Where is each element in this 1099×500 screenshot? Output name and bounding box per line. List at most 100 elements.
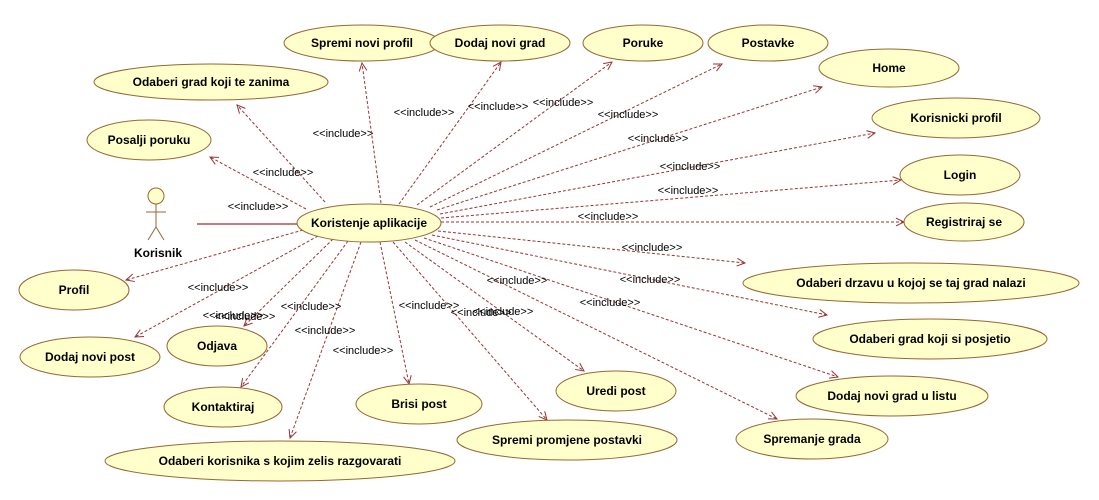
include-label-odaberi-korisnika: <<include>>: [333, 345, 394, 357]
center-use-case-ellipse[interactable]: [296, 203, 442, 243]
use-case-dodaj-novi-grad[interactable]: Dodaj novi grad: [429, 24, 571, 62]
use-case-odaberi-grad-posjetio[interactable]: Odaberi grad koji si posjetio: [812, 318, 1048, 360]
include-label-odaberi-grad-zanima: <<include>>: [313, 128, 374, 140]
use-case-label-odaberi-korisnika: Odaberi korisnika s kojim zelis razgovar…: [159, 454, 402, 468]
use-case-home[interactable]: Home: [818, 48, 960, 88]
include-relation-line-odjava: [243, 238, 334, 327]
include-label-spremi-novi-profil: <<include>>: [394, 107, 455, 119]
include-arrowhead-spremi-novi-profil: [358, 61, 368, 72]
use-case-label-posalji-poruku: Posalji poruku: [108, 133, 191, 147]
use-case-ellipse-odaberi-drzavu[interactable]: [742, 262, 1080, 304]
include-relation-line-brisi-post: [379, 241, 410, 385]
include-label-profil: <<include>>: [188, 282, 249, 294]
use-case-ellipse-profil[interactable]: [18, 269, 130, 311]
include-relation-line-spremanje-grada: [414, 239, 778, 420]
use-case-ellipse-dodaj-novi-grad-listu[interactable]: [795, 375, 989, 417]
use-case-dodaj-novi-post[interactable]: Dodaj novi post: [19, 336, 161, 378]
include-label-login: <<include>>: [658, 185, 719, 197]
use-case-ellipse-spremi-promjene-postavki[interactable]: [456, 419, 678, 461]
use-case-ellipse-odjava[interactable]: [166, 325, 268, 367]
include-label-odaberi-drzavu: <<include>>: [622, 242, 683, 254]
use-case-odaberi-drzavu[interactable]: Odaberi drzavu u kojoj se taj grad nalaz…: [742, 262, 1080, 304]
use-case-label-spremi-promjene-postavki: Spremi promjene postavki: [492, 433, 642, 447]
include-label-registriraj-se: <<include>>: [578, 211, 639, 223]
use-case-kontaktiraj[interactable]: Kontaktiraj: [163, 386, 283, 428]
relations-layer: <<include>><<include>><<include>><<inclu…: [124, 61, 906, 440]
include-relation-line-postavke: [429, 63, 723, 208]
include-arrowhead-odaberi-drzavu: [736, 257, 747, 267]
use-case-ellipse-kontaktiraj[interactable]: [163, 386, 283, 428]
use-case-label-dodaj-novi-grad-listu: Dodaj novi grad u listu: [827, 389, 956, 403]
include-relation-line-odaberi-grad-posjetio: [431, 234, 828, 316]
use-case-label-login: Login: [944, 168, 977, 182]
use-case-ellipse-dodaj-novi-post[interactable]: [19, 336, 161, 378]
include-label-dodaj-novi-post: <<include>>: [215, 311, 276, 323]
use-case-ellipse-poruke[interactable]: [582, 24, 704, 62]
use-case-ellipse-korisnicki-profil[interactable]: [871, 97, 1041, 139]
use-case-odaberi-korisnika[interactable]: Odaberi korisnika s kojim zelis razgovar…: [104, 440, 456, 482]
use-case-registriraj-se[interactable]: Registriraj se: [903, 202, 1025, 242]
use-case-label-odaberi-drzavu: Odaberi drzavu u kojoj se taj grad nalaz…: [796, 276, 1025, 290]
use-case-ellipse-odaberi-korisnika[interactable]: [104, 440, 456, 482]
use-case-posalji-poruku[interactable]: Posalji poruku: [86, 119, 212, 161]
use-case-label-odjava: Odjava: [197, 339, 237, 353]
include-relation-line-uredi-post: [404, 241, 585, 372]
use-case-ellipse-odaberi-grad-posjetio[interactable]: [812, 318, 1048, 360]
include-arrowhead-odaberi-grad-zanima: [236, 104, 246, 114]
include-label-extra-2: <<include>>: [203, 310, 264, 322]
use-case-odjava[interactable]: Odjava: [166, 325, 268, 367]
use-case-uredi-post[interactable]: Uredi post: [555, 370, 677, 412]
include-label-odjava: <<include>>: [281, 301, 342, 313]
include-relation-line-posalji-poruku: [209, 156, 307, 210]
use-case-profil[interactable]: Profil: [18, 269, 130, 311]
include-relation-line-spremi-novi-profil: [361, 62, 382, 204]
center-use-case[interactable]: Koristenje aplikacije: [296, 203, 442, 243]
use-case-postavke[interactable]: Postavke: [707, 24, 829, 62]
use-case-brisi-post[interactable]: Brisi post: [355, 383, 483, 425]
include-arrowhead-login: [892, 176, 903, 185]
use-case-korisnicki-profil[interactable]: Korisnicki profil: [871, 97, 1041, 139]
use-case-label-registriraj-se: Registriraj se: [926, 215, 1002, 229]
use-case-ellipse-posalji-poruku[interactable]: [86, 119, 212, 161]
include-label-uredi-post: <<include>>: [487, 275, 548, 287]
use-case-label-poruke: Poruke: [623, 36, 664, 50]
use-case-dodaj-novi-grad-listu[interactable]: Dodaj novi grad u listu: [795, 375, 989, 417]
use-case-ellipse-uredi-post[interactable]: [555, 370, 677, 412]
actor-leg-left: [147, 226, 157, 241]
include-relation-line-poruke: [416, 61, 613, 206]
use-case-ellipse-postavke[interactable]: [707, 24, 829, 62]
include-label-extra-1: <<include>>: [228, 201, 289, 213]
include-relation-line-home: [436, 86, 823, 211]
use-case-poruke[interactable]: Poruke: [582, 24, 704, 62]
use-case-login[interactable]: Login: [899, 154, 1021, 196]
use-case-label-postavke: Postavke: [742, 36, 795, 50]
include-relation-line-profil: [125, 229, 304, 281]
use-case-label-profil: Profil: [59, 283, 90, 297]
include-arrowhead-home: [813, 85, 824, 94]
include-arrowhead-odaberi-korisnika: [288, 428, 297, 440]
include-label-home: <<include>>: [628, 133, 689, 145]
use-case-ellipse-brisi-post[interactable]: [355, 383, 483, 425]
include-arrowhead-dodaj-novi-grad-listu: [829, 370, 840, 379]
use-case-ellipse-dodaj-novi-grad[interactable]: [429, 24, 571, 62]
use-case-ellipse-login[interactable]: [899, 154, 1021, 196]
include-label-spremi-promjene-postavki: <<include>>: [473, 306, 534, 318]
use-case-ellipse-registriraj-se[interactable]: [903, 202, 1025, 242]
center-use-case-label: Koristenje aplikacije: [311, 216, 427, 230]
use-case-spremi-novi-profil[interactable]: Spremi novi profil: [283, 24, 441, 62]
include-label-posalji-poruku: <<include>>: [253, 167, 314, 179]
use-case-ellipse-home[interactable]: [818, 48, 960, 88]
include-label-korisnicki-profil: <<include>>: [660, 161, 721, 173]
use-case-spremi-promjene-postavki[interactable]: Spremi promjene postavki: [456, 419, 678, 461]
use-case-label-korisnicki-profil: Korisnicki profil: [910, 111, 1001, 125]
include-relation-line-dodaj-novi-grad-listu: [423, 237, 839, 378]
include-label-extra-3: <<include>>: [451, 307, 512, 319]
use-case-ellipse-spremanje-grada[interactable]: [735, 418, 889, 460]
use-case-odaberi-grad-zanima[interactable]: Odaberi grad koji te zanima: [93, 63, 329, 101]
use-case-label-spremanje-grada: Spremanje grada: [763, 432, 861, 446]
include-arrowhead-profil: [124, 273, 135, 283]
use-case-ellipse-odaberi-grad-zanima[interactable]: [93, 63, 329, 101]
use-case-spremanje-grada[interactable]: Spremanje grada: [735, 418, 889, 460]
include-arrowhead-postavke: [712, 63, 724, 72]
